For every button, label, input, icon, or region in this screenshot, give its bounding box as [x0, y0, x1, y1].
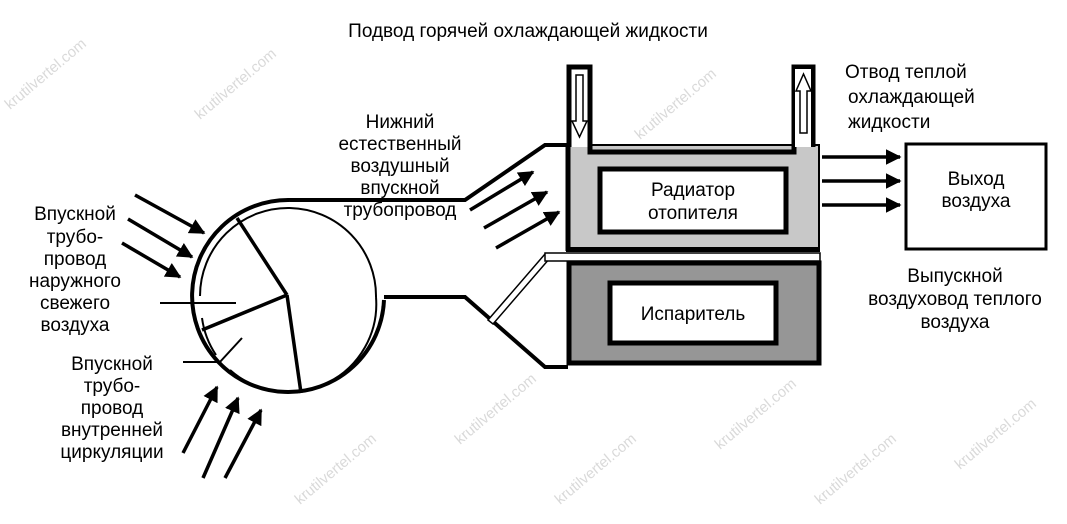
airflow-arrows — [121, 149, 902, 479]
fan-blade — [235, 217, 289, 296]
blower-fan — [160, 197, 386, 394]
air-outlet-label: Выход — [948, 169, 1005, 190]
svg-text:трубопровод: трубопровод — [344, 200, 457, 221]
lower-duct-label: Нижний естественный воздушный впускной т… — [338, 112, 461, 221]
svg-text:провод: провод — [44, 249, 107, 270]
recirc-arrow-icon — [181, 385, 219, 454]
svg-text:krutilvertel.com: krutilvertel.com — [712, 375, 800, 453]
svg-text:внутренней: внутренней — [61, 420, 163, 441]
coolant-outlet-label: Отвод теплой охлаждающей жидкости — [845, 62, 975, 133]
recirc-arrow-icon — [223, 408, 263, 479]
svg-text:krutilvertel.com: krutilvertel.com — [2, 35, 90, 113]
svg-text:krutilvertel.com: krutilvertel.com — [812, 430, 900, 508]
recirc-arrow-icon — [201, 396, 240, 479]
fresh-air-arrow-icon — [127, 217, 194, 259]
recirc-air-label: Впускной трубо- провод внутренней циркул… — [60, 354, 163, 463]
svg-text:циркуляции: циркуляции — [60, 442, 163, 463]
evaporator-label: Испаритель — [641, 304, 746, 325]
fan-blade — [201, 293, 288, 332]
svg-text:трубо-: трубо- — [47, 227, 104, 248]
fresh-air-arrow-icon — [134, 193, 206, 235]
air-duct — [290, 143, 568, 369]
evaporator: Испаритель — [566, 260, 822, 366]
svg-text:Выпускной: Выпускной — [907, 266, 1002, 287]
heater-core-label: Радиатор — [651, 180, 735, 201]
fresh-air-arrow-icon — [121, 241, 182, 279]
svg-text:естественный: естественный — [338, 134, 461, 155]
svg-text:свежего: свежего — [40, 293, 110, 314]
heater-core-label: отопителя — [648, 203, 738, 224]
svg-text:krutilvertel.com: krutilvertel.com — [452, 370, 540, 448]
svg-text:воздуховод теплого: воздуховод теплого — [868, 289, 1042, 310]
svg-text:провод: провод — [81, 398, 144, 419]
svg-text:трубо-: трубо- — [84, 376, 141, 397]
svg-text:впускной: впускной — [360, 178, 439, 199]
coolant-out-arrow-icon — [794, 72, 813, 134]
coolant-inlet-label: Подвод горячей охлаждающей жидкости — [348, 21, 708, 42]
duct-arrow-icon — [469, 170, 535, 212]
warm-duct-label: Выпускной воздуховод теплого воздуха — [868, 266, 1042, 333]
fan-blade — [285, 294, 303, 394]
svg-text:Впускной: Впускной — [34, 204, 116, 225]
svg-text:Нижний: Нижний — [366, 112, 435, 133]
svg-text:krutilvertel.com: krutilvertel.com — [192, 45, 280, 123]
svg-text:воздуха: воздуха — [41, 315, 110, 336]
svg-text:krutilvertel.com: krutilvertel.com — [632, 65, 720, 143]
duct-arrow-icon — [495, 210, 561, 250]
svg-text:Впускной: Впускной — [71, 354, 153, 375]
svg-text:охлаждающей: охлаждающей — [848, 87, 975, 108]
svg-text:krutilvertel.com: krutilvertel.com — [552, 430, 640, 508]
svg-text:Отвод теплой: Отвод теплой — [845, 62, 967, 83]
svg-text:наружного: наружного — [29, 271, 121, 292]
air-outlet-label: воздуха — [942, 191, 1011, 212]
svg-text:krutilvertel.com: krutilvertel.com — [292, 430, 380, 508]
svg-text:krutilvertel.com: krutilvertel.com — [952, 395, 1040, 473]
svg-text:воздуха: воздуха — [921, 312, 990, 333]
blend-door — [486, 252, 552, 326]
fresh-air-label: Впускной трубо- провод наружного свежего… — [29, 204, 121, 336]
svg-text:воздушный: воздушный — [350, 156, 449, 177]
svg-text:жидкости: жидкости — [848, 112, 930, 133]
air-outlet: Выход воздуха — [904, 142, 1048, 251]
heater-core: Радиатор отопителя — [565, 64, 820, 252]
separator-plate — [544, 252, 821, 262]
duct-arrow-icon — [483, 190, 549, 230]
coolant-in-arrow-icon — [570, 74, 589, 139]
